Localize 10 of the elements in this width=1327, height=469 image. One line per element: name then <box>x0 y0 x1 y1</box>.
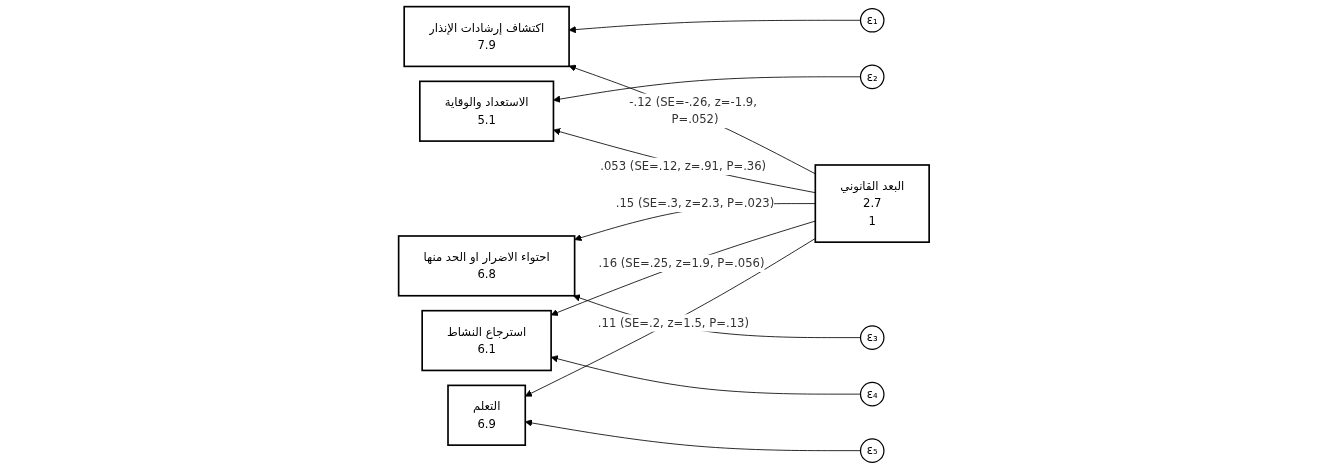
edge-label: .15 (SE=.3, z=2.3, P=.023) <box>615 196 774 210</box>
node-circle: ε₅ <box>859 438 885 463</box>
edge-label: -.12 (SE=-.26, z=-1.9, P=.052) <box>628 95 757 126</box>
edge-label: .11 (SE=.2, z=1.5, P=.13) <box>597 315 749 330</box>
node-circle: ε₃ <box>859 325 885 350</box>
node-circle: ε₂ <box>859 64 885 90</box>
node-circle: ε₁ <box>859 7 885 33</box>
edge-label: .053 (SE=.12, z=.91, P=.36) <box>599 159 766 173</box>
edge-label: .16 (SE=.25, z=1.9, P=.056) <box>598 256 765 270</box>
node-circle: ε₄ <box>859 381 885 407</box>
